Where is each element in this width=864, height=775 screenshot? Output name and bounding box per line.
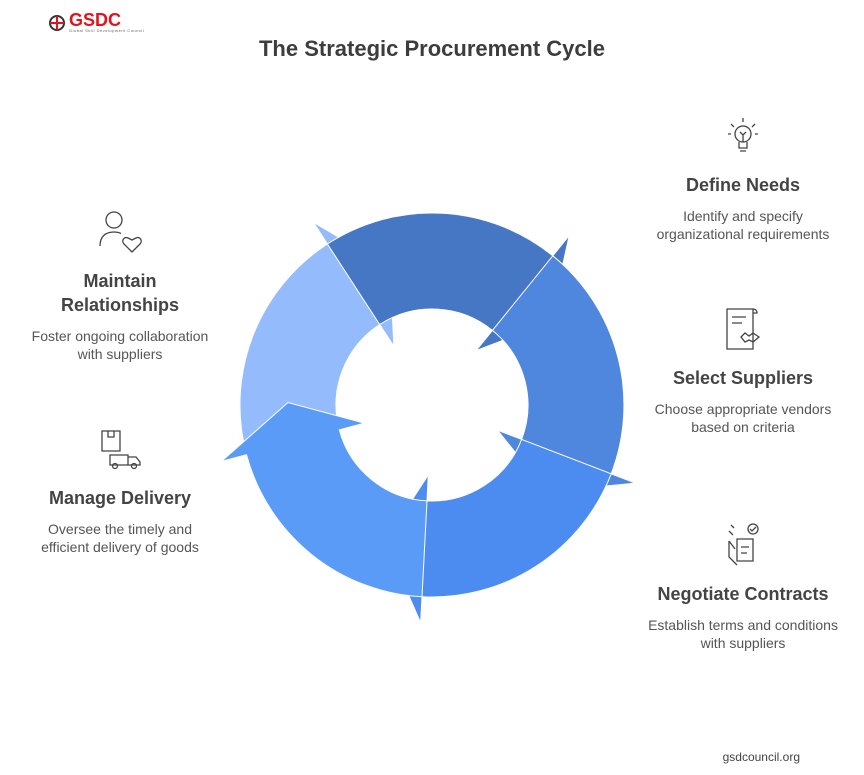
globe-icon	[49, 14, 65, 31]
step-maintain-relationships: Maintain Relationships Foster ongoing co…	[25, 208, 215, 363]
step-description: Identify and specify organizational requ…	[656, 208, 830, 242]
checklist-hand-icon	[728, 523, 759, 566]
step-description: Foster ongoing collaboration with suppli…	[31, 328, 209, 362]
step-title: Negotiate Contracts	[657, 584, 829, 604]
footer-url[interactable]: gsdcouncil.org	[722, 750, 800, 764]
step-define-needs: Define Needs Identify and specify organi…	[648, 112, 838, 243]
step-description: Oversee the timely and efficient deliver…	[41, 521, 199, 555]
step-description: Choose appropriate vendors based on crit…	[654, 401, 832, 435]
user-heart-icon	[99, 211, 142, 253]
step-title: Define Needs	[685, 175, 801, 195]
step-title: Select Suppliers	[672, 368, 814, 388]
step-description: Establish terms and conditions with supp…	[648, 617, 838, 651]
delivery-truck-icon	[101, 430, 141, 470]
step-title: Manage Delivery	[48, 488, 192, 508]
step-select-suppliers: Select Suppliers Choose appropriate vend…	[648, 305, 838, 436]
step-negotiate-contracts: Negotiate Contracts Establish terms and …	[648, 521, 838, 652]
lightbulb-icon	[728, 118, 758, 152]
page-title: The Strategic Procurement Cycle	[258, 36, 605, 61]
logo-subtitle: Global Skill Development Council	[69, 28, 145, 33]
step-title: Maintain Relationships	[60, 271, 180, 315]
cycle-arrow-manage-delivery	[221, 401, 428, 598]
step-manage-delivery: Manage Delivery Oversee the timely and e…	[25, 425, 215, 556]
logo-text: GSDC	[69, 10, 122, 30]
contract-handshake-icon	[726, 308, 761, 350]
